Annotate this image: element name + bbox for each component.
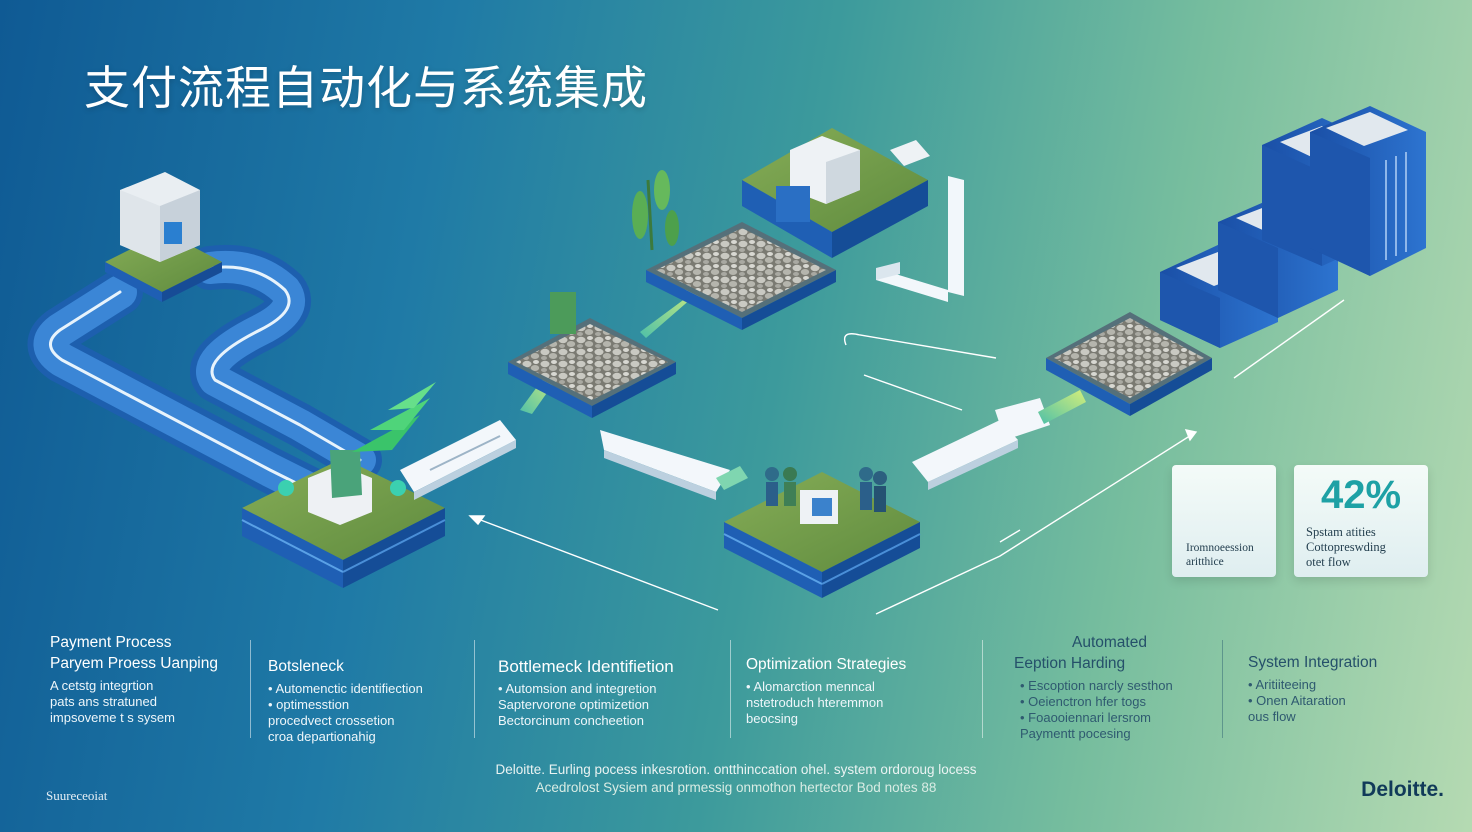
connector-belts [400, 398, 1050, 500]
phase-body-line: Paymentt pocesing [1020, 726, 1131, 741]
stat-card-text: Spstam atities Cottopreswding otet flow [1306, 525, 1386, 570]
stat-value: 42% [1320, 473, 1402, 517]
divider [250, 640, 251, 738]
divider [474, 640, 475, 738]
phase-heading: Automated [1072, 634, 1147, 651]
footer-line-1: Deloitte. Eurling pocess inkesrotion. on… [495, 762, 977, 777]
phase-body: A cetstg integrtion pats ans stratuned i… [50, 678, 240, 726]
phase-payment-process: Payment Process Paryem Proess Uanping A … [50, 632, 240, 726]
stone-platform-3 [1046, 311, 1212, 416]
phase-body-line: • optimesstion [268, 697, 350, 712]
stat-card-line: Cottopreswding [1306, 540, 1386, 554]
winding-path [27, 244, 382, 523]
stone-platform-2 [632, 170, 836, 330]
team-platform [723, 467, 921, 598]
stat-card: 42% Spstam atities Cottopreswding otet f… [1294, 465, 1428, 577]
brand-logo: Deloitte. [1361, 778, 1444, 801]
phase-body: • Automsion and integretion Saptervorone… [498, 681, 718, 729]
phase-heading: Eeption Harding [1014, 655, 1126, 672]
signal-arrows [352, 382, 436, 452]
phase-bottleneck-identification: Bottlemeck Identifietion • Automsion and… [498, 656, 718, 729]
phase-body: • Alomarction menncal nstetroduch hterem… [746, 679, 976, 727]
page-title: 支付流程自动化与系统集成 [84, 61, 648, 115]
phase-heading: Optimization Strategies [746, 656, 907, 673]
phase-body-line: • Alomarction menncal [746, 679, 875, 694]
phase-optimization-strategies: Optimization Strategies • Alomarction me… [746, 654, 976, 727]
icon-card-line: Iromnoeession [1186, 542, 1254, 554]
vertical-sign [876, 176, 964, 302]
divider [982, 640, 983, 738]
phase-exception-handling: Automated Eeption Harding • Escoption na… [1014, 632, 1214, 742]
phase-body-line: Saptervorone optimizetion [498, 697, 650, 712]
phase-heading: Paryem Proess Uanping [50, 655, 218, 672]
phase-body: • Automenctic identifiection • optimesst… [268, 681, 468, 745]
phase-body-line: pats ans stratuned [50, 694, 157, 709]
top-platform [742, 128, 930, 258]
divider [1222, 640, 1223, 738]
stat-card-line: otet flow [1306, 555, 1351, 569]
phase-bottleneck: Botsleneck • Automenctic identifiection … [268, 656, 468, 745]
hub-platform-left [241, 450, 446, 588]
phase-body: • Escoption narcly sesthon • Oeienctron … [1014, 678, 1214, 742]
flow-lines [468, 299, 1345, 615]
icon-card: Iromnoeession aritthice [1172, 465, 1276, 577]
phase-body-line: beocsing [746, 711, 799, 726]
phase-body-line: • Foaooiennari lersrom [1020, 710, 1151, 725]
server-racks [1160, 106, 1426, 348]
phase-heading: Bottlemeck Identifietion [498, 657, 674, 676]
stone-platform-1 [508, 292, 676, 418]
stat-card-line: Spstam atities [1306, 525, 1376, 539]
phase-body-line: • Aritiiteeing [1248, 677, 1317, 692]
icon-card-text: Iromnoeession aritthice [1186, 541, 1254, 569]
phase-body-line: • Onen Aitaration [1248, 693, 1346, 708]
phase-body-line: A cetstg integrtion [50, 678, 154, 693]
server-platform [105, 172, 222, 302]
phase-body-line: • Automsion and integretion [498, 681, 657, 696]
phase-body-line: Bectorcinum concheetion [498, 713, 644, 728]
phase-heading: System Integration [1248, 654, 1378, 671]
phase-heading: Botsleneck [268, 658, 344, 675]
phase-body-line: ous flow [1248, 709, 1296, 724]
phase-body-line: croa departionahig [268, 729, 376, 744]
phase-body: • Aritiiteeing • Onen Aitaration ous flo… [1248, 677, 1448, 725]
divider [730, 640, 731, 738]
phase-body-line: • Oeienctron hfer togs [1020, 694, 1146, 709]
phase-system-integration: System Integration • Aritiiteeing • Onen… [1248, 652, 1448, 725]
phase-body-line: procedvect crossetion [268, 713, 395, 728]
phase-body-line: • Automenctic identifiection [268, 681, 423, 696]
phase-heading: Payment Process [50, 634, 172, 651]
source-note: Suureceoiat [46, 788, 108, 803]
phase-body-line: nstetroduch hteremmon [746, 695, 884, 710]
phase-body-line: impsoveme t s sysem [50, 710, 175, 725]
phase-body-line: • Escoption narcly sesthon [1020, 678, 1173, 693]
footer-line-2: Acedrolost Sysiem and prmessig onmothon … [535, 780, 937, 795]
icon-card-line: aritthice [1186, 556, 1224, 568]
